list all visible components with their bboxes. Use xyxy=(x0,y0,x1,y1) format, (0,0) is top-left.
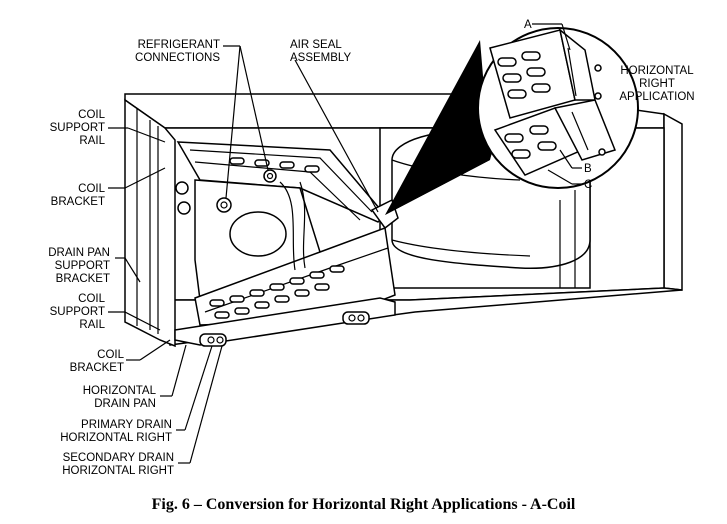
label-air-seal-assembly: AIR SEAL ASSEMBLY xyxy=(290,39,351,64)
refrigerant-connection-1 xyxy=(216,197,232,213)
secondary-drain-fitting xyxy=(342,311,370,325)
svg-text:ASSEMBLY: ASSEMBLY xyxy=(290,52,351,64)
label-secondary-drain: SECONDARY DRAIN HORIZONTAL RIGHT xyxy=(62,452,174,477)
callout-b: B xyxy=(584,163,592,175)
figure-caption: Fig. 6 – Conversion for Horizontal Right… xyxy=(151,496,576,513)
primary-drain-fitting xyxy=(199,333,227,347)
callout-c: C xyxy=(584,179,592,191)
label-coil-support-rail-top: COIL SUPPORT RAIL xyxy=(50,109,106,147)
svg-text:RAIL: RAIL xyxy=(79,319,105,331)
label-coil-support-rail-bottom: COIL SUPPORT RAIL xyxy=(50,293,106,331)
svg-text:SECONDARY DRAIN: SECONDARY DRAIN xyxy=(63,452,174,464)
svg-text:COIL: COIL xyxy=(78,293,105,305)
svg-text:HORIZONTAL RIGHT: HORIZONTAL RIGHT xyxy=(62,465,174,477)
label-coil-bracket-bottom: COIL BRACKET xyxy=(70,349,125,374)
svg-text:DRAIN PAN: DRAIN PAN xyxy=(48,247,110,259)
label-horizontal-right-application: HORIZONTAL RIGHT APPLICATION xyxy=(619,65,694,103)
svg-text:COIL: COIL xyxy=(78,109,105,121)
svg-text:HORIZONTAL RIGHT: HORIZONTAL RIGHT xyxy=(60,432,172,444)
svg-text:SUPPORT: SUPPORT xyxy=(50,122,105,134)
svg-text:CONNECTIONS: CONNECTIONS xyxy=(135,52,220,64)
svg-text:RIGHT: RIGHT xyxy=(639,78,675,90)
svg-text:SUPPORT: SUPPORT xyxy=(55,260,110,272)
svg-text:HORIZONTAL: HORIZONTAL xyxy=(620,65,694,77)
leader-lines xyxy=(108,23,582,464)
svg-text:PRIMARY DRAIN: PRIMARY DRAIN xyxy=(81,419,172,431)
label-horizontal-drain-pan: HORIZONTAL DRAIN PAN xyxy=(83,385,157,410)
svg-text:DRAIN PAN: DRAIN PAN xyxy=(94,398,156,410)
svg-text:RAIL: RAIL xyxy=(79,135,105,147)
svg-text:COIL: COIL xyxy=(97,349,124,361)
svg-text:HORIZONTAL: HORIZONTAL xyxy=(83,385,157,397)
svg-text:APPLICATION: APPLICATION xyxy=(619,91,694,103)
refrigerant-connection-2 xyxy=(263,169,277,183)
label-drain-pan-support-bracket: DRAIN PAN SUPPORT BRACKET xyxy=(48,247,110,285)
callout-a: A xyxy=(524,19,532,31)
svg-text:BRACKET: BRACKET xyxy=(56,273,110,285)
detail-magnifier xyxy=(385,27,639,215)
label-refrigerant-connections: REFRIGERANT CONNECTIONS xyxy=(135,39,220,64)
label-coil-bracket-top: COIL BRACKET xyxy=(51,183,106,208)
svg-text:COIL: COIL xyxy=(78,183,105,195)
coil-fin-pattern xyxy=(209,157,345,319)
svg-text:BRACKET: BRACKET xyxy=(51,196,105,208)
svg-text:AIR SEAL: AIR SEAL xyxy=(290,39,342,51)
svg-text:BRACKET: BRACKET xyxy=(70,362,124,374)
svg-text:SUPPORT: SUPPORT xyxy=(50,306,105,318)
label-primary-drain: PRIMARY DRAIN HORIZONTAL RIGHT xyxy=(60,419,172,444)
svg-text:REFRIGERANT: REFRIGERANT xyxy=(138,39,220,51)
